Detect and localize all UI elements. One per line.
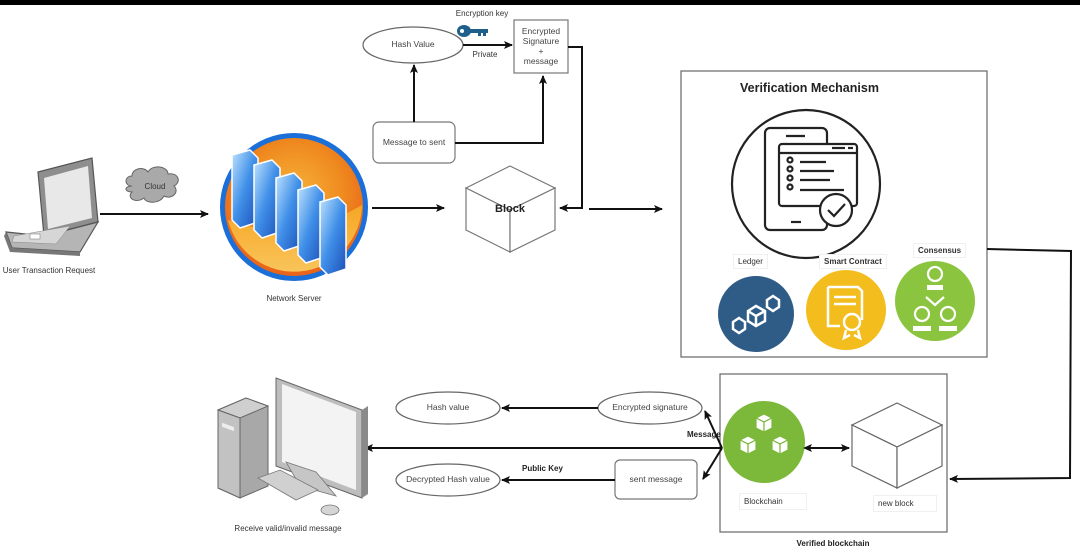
new-block-label: new block <box>873 495 937 512</box>
consensus-network-icon <box>895 261 975 341</box>
edge-blockchain-to-encrypted-signature <box>704 410 723 449</box>
edge-encrypted-to-block <box>559 46 583 212</box>
encryption-key-label: Encryption key <box>455 9 509 18</box>
smart-contract-label: Smart Contract <box>819 254 887 269</box>
server-rack-icon <box>220 133 368 281</box>
desktop-computer-icon <box>216 377 368 516</box>
key-icon <box>457 25 488 37</box>
cloud-icon <box>125 166 179 203</box>
encrypted-signature-line-3: + <box>538 46 544 56</box>
sent-message-label: sent message <box>629 473 683 484</box>
cube-icon <box>464 165 557 253</box>
tablet-checklist-icon <box>730 108 882 260</box>
public-key-label: Public Key <box>522 464 563 473</box>
certificate-icon <box>806 270 886 350</box>
encrypted-signature-line-4: message <box>523 55 559 66</box>
edge-message-to-encrypted <box>455 75 547 144</box>
verification-mechanism-title: Verification Mechanism <box>740 81 879 95</box>
private-key-label: Private <box>472 50 498 59</box>
encrypted-signature-box-label: Encrypted Signature + message <box>514 22 568 72</box>
decrypted-hash-value-label: Decrypted Hash value <box>406 474 490 485</box>
new-block-cube-icon <box>850 402 944 489</box>
hash-value-bottom-label: Hash value <box>426 402 470 413</box>
message-edge-label: Message <box>687 430 721 439</box>
hash-value-top-label: Hash Value <box>391 39 435 50</box>
edge-verification-to-verified <box>949 248 1073 483</box>
network-server-label: Network Server <box>266 294 322 303</box>
message-to-sent-label: Message to sent <box>382 136 446 147</box>
ledger-label: Ledger <box>733 254 768 269</box>
edge-blockchain-to-sent-message <box>702 447 723 480</box>
receiver-label: Receive valid/invalid message <box>234 524 342 533</box>
blockchain-label: Blockchain <box>739 493 807 510</box>
block-label: Block <box>495 203 525 215</box>
ledger-chain-icon <box>718 276 794 352</box>
encrypted-signature-bottom-label: Encrypted signature <box>612 402 688 413</box>
cloud-label: Cloud <box>144 182 166 191</box>
encrypted-signature-line-2: Signature <box>522 36 560 47</box>
top-black-bar <box>0 0 1080 5</box>
encrypted-signature-line-1: Encrypted <box>521 26 561 37</box>
verified-blockchain-label: Verified blockchain <box>796 539 870 548</box>
decrypted-hash-value-node <box>395 463 501 497</box>
laptop-icon <box>4 157 100 256</box>
user-transaction-request-label: User Transaction Request <box>2 266 96 275</box>
hash-value-bottom-node <box>395 391 501 425</box>
consensus-label: Consensus <box>913 243 967 258</box>
stacked-cubes-icon <box>723 401 805 483</box>
